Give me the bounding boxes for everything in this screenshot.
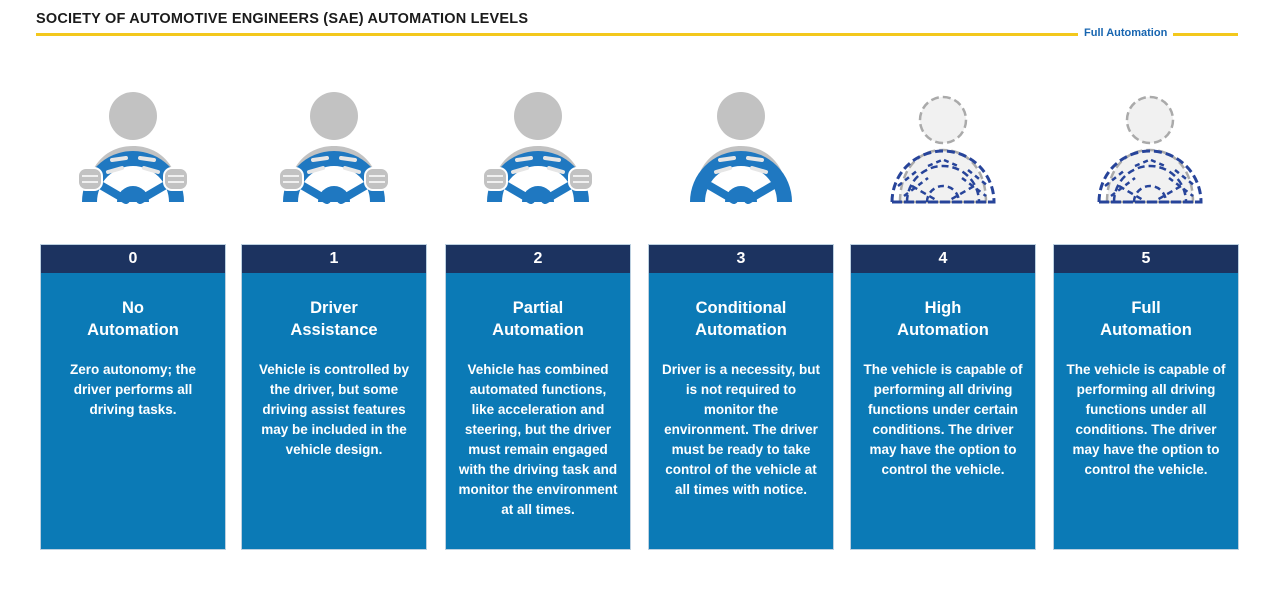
level-number: 3	[649, 245, 833, 273]
driver-hands-off-wheel-icon	[690, 92, 792, 204]
level-name-line: Automation	[492, 321, 584, 339]
level-5-card: 5 Full Automation The vehicle is capable…	[1053, 244, 1239, 550]
level-name: No Automation	[41, 297, 225, 341]
level-name-line: Automation	[87, 321, 179, 339]
level-name-line: Partial	[512, 299, 564, 317]
driver-holding-wheel-icon	[77, 92, 189, 204]
level-number: 0	[41, 245, 225, 273]
level-number: 2	[446, 245, 630, 273]
level-number: 5	[1054, 245, 1238, 273]
full-automation-label: Full Automation	[1078, 27, 1174, 39]
level-name: Conditional Automation	[649, 297, 833, 341]
driver-holding-wheel-icon	[278, 92, 390, 204]
level-name-line: Automation	[897, 321, 989, 339]
accent-divider-line	[36, 33, 1238, 36]
level-2-figure	[473, 86, 603, 206]
diagram-title: SOCIETY OF AUTOMOTIVE ENGINEERS (SAE) AU…	[36, 11, 529, 27]
level-3-card: 3 Conditional Automation Driver is a nec…	[648, 244, 834, 550]
level-name-line: Automation	[1100, 321, 1192, 339]
level-number: 1	[242, 245, 426, 273]
level-name-line: Assistance	[290, 321, 378, 339]
level-1-figure	[269, 86, 399, 206]
level-name: Driver Assistance	[242, 297, 426, 341]
driver-holding-wheel-icon	[482, 92, 594, 204]
level-name: High Automation	[851, 297, 1035, 341]
level-0-figure	[68, 86, 198, 206]
level-name-line: Conditional	[695, 299, 787, 317]
level-1-card: 1 Driver Assistance Vehicle is controlle…	[241, 244, 427, 550]
level-0-card: 0 No Automation Zero autonomy; the drive…	[40, 244, 226, 550]
level-5-figure	[1085, 86, 1215, 206]
level-description: Zero autonomy; the driver performs all d…	[69, 362, 196, 417]
level-2-card: 2 Partial Automation Vehicle has combine…	[445, 244, 631, 550]
optional-driver-dashed-icon	[890, 95, 996, 204]
level-name-line: Full	[1131, 299, 1161, 317]
level-name-line: No	[122, 299, 144, 317]
optional-driver-dashed-icon	[1097, 95, 1203, 204]
level-name-line: Driver	[310, 299, 358, 317]
level-4-figure	[878, 86, 1008, 206]
level-description: Driver is a necessity, but is not requir…	[661, 362, 821, 497]
level-name-line: Automation	[695, 321, 787, 339]
level-3-figure	[676, 86, 806, 206]
level-name-line: High	[924, 299, 962, 317]
level-description: The vehicle is capable of performing all…	[863, 362, 1023, 477]
level-description: Vehicle has combined automated functions…	[458, 362, 618, 517]
level-description: Vehicle is controlled by the driver, but…	[258, 362, 410, 457]
level-name: Partial Automation	[446, 297, 630, 341]
level-name: Full Automation	[1054, 297, 1238, 341]
level-description: The vehicle is capable of performing all…	[1066, 362, 1226, 477]
level-number: 4	[851, 245, 1035, 273]
level-4-card: 4 High Automation The vehicle is capable…	[850, 244, 1036, 550]
